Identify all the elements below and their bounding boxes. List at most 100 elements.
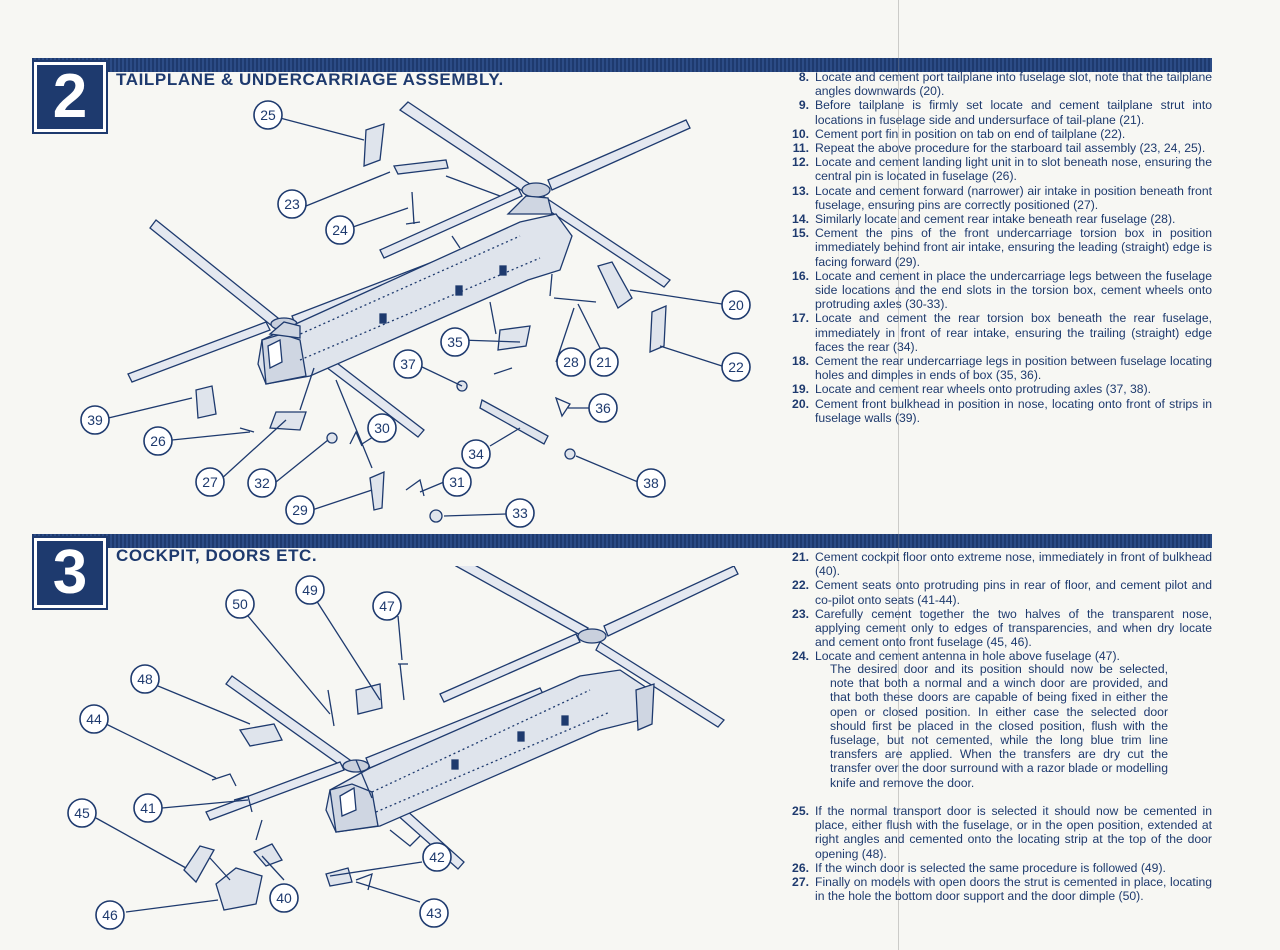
callout-23: 23	[277, 189, 307, 219]
step-item: 19. Locate and cement rear wheels onto pr…	[784, 382, 1212, 396]
callout-20: 20	[721, 290, 751, 320]
step-item: 22. Cement seats onto protruding pins in …	[784, 578, 1212, 606]
step-item: 27. Finally on models with open doors the…	[784, 875, 1212, 903]
step-item: 15. Cement the pins of the front undercar…	[784, 226, 1212, 269]
step-number: 27.	[792, 875, 809, 890]
callout-36: 36	[588, 393, 618, 423]
callout-label: 34	[468, 446, 484, 462]
step-item: 11.Repeat the above procedure for the st…	[784, 141, 1212, 155]
callout-label: 39	[87, 412, 103, 428]
step-number: 15.	[792, 226, 809, 241]
callout-33: 33	[505, 498, 535, 528]
section-3-diagram: 50 49 47 48 44 41 45 42 40 46 43	[67, 566, 739, 930]
callout-32: 32	[247, 468, 277, 498]
callout-label: 37	[400, 356, 416, 372]
section-2-header-band	[32, 58, 1212, 72]
step-item: 26. If the winch door is selected the sam…	[784, 861, 1212, 875]
callout-25: 25	[253, 100, 283, 130]
callout-label: 40	[276, 890, 292, 906]
callout-label: 20	[728, 297, 744, 313]
step-item: 14. Similarly locate and cement rear inta…	[784, 212, 1212, 226]
step-number: 20.	[792, 396, 809, 411]
callout-label: 30	[374, 420, 390, 436]
callout-label: 46	[102, 907, 118, 923]
callout-label: 22	[728, 359, 744, 375]
callout-50: 50	[225, 589, 255, 619]
callout-label: 36	[595, 400, 611, 416]
callout-26: 26	[143, 426, 173, 456]
step-item: 8.Locate and cement port tailplane into …	[784, 70, 1212, 98]
step-number: 19.	[792, 382, 809, 397]
callout-41: 41	[133, 793, 163, 823]
step-text: Similarly locate and cement rear intake …	[815, 212, 1176, 227]
callout-label: 21	[596, 354, 612, 370]
step-item: 18.Cement the rear undercarriage legs in…	[784, 354, 1212, 382]
callout-47: 47	[372, 591, 402, 621]
callout-45: 45	[67, 798, 97, 828]
section-2-callouts: 25 23 24 20 22 35 28 21 37 39 36 30 26 3…	[80, 100, 751, 528]
step-text: Locate and cement rear wheels onto protr…	[815, 382, 1152, 397]
callout-48: 48	[130, 664, 160, 694]
step-text: Repeat the above procedure for the starb…	[815, 141, 1206, 156]
callout-label: 45	[74, 805, 90, 821]
callout-42: 42	[422, 842, 452, 872]
step-item: 16.Locate and cement in place the underc…	[784, 269, 1212, 312]
step-text: Cement port fin in position on tab on en…	[815, 126, 1126, 141]
callout-37: 37	[393, 349, 423, 379]
step-number: 8.	[798, 70, 809, 84]
callout-27: 27	[195, 467, 225, 497]
section-3-number: 3	[52, 538, 88, 607]
callout-40: 40	[269, 883, 299, 913]
callout-44: 44	[79, 704, 109, 734]
callout-label: 23	[284, 196, 300, 212]
callout-label: 33	[512, 505, 528, 521]
step-text: Cement cockpit floor onto extreme nose, …	[815, 550, 1212, 579]
step-item: 23.Carefully cement together the two hal…	[784, 607, 1212, 650]
callout-label: 47	[379, 598, 395, 614]
step-number: 13.	[792, 183, 809, 198]
section-3-instructions-continued: 25.If the normal transport door is selec…	[784, 804, 1212, 903]
step-text: Cement seats onto protruding pins in rea…	[815, 578, 1212, 607]
step-text: Finally on models with open doors the st…	[815, 875, 1212, 904]
section-2-instructions: 8.Locate and cement port tailplane into …	[784, 70, 1212, 425]
step-number: 18.	[792, 354, 809, 369]
section-2-title: TAILPLANE & UNDERCARRIAGE ASSEMBLY.	[116, 70, 504, 89]
step-number: 9.	[798, 98, 809, 113]
step-text: Before tailplane is firmly set locate an…	[815, 98, 1212, 127]
step-text: Locate and cement landing light unit in …	[815, 155, 1212, 184]
step-number: 14.	[792, 212, 809, 227]
step-item: 13.Locate and cement forward (narrower) …	[784, 184, 1212, 212]
step-number: 22.	[792, 578, 809, 593]
step-number: 21.	[792, 550, 809, 564]
section-3-number-box: 3	[32, 536, 108, 610]
step-item: 20. Cement front bulkhead in position in …	[784, 397, 1212, 425]
callout-29: 29	[285, 495, 315, 525]
step-number: 23.	[792, 606, 809, 621]
callout-46: 46	[95, 900, 125, 930]
page-fold-crease	[898, 0, 899, 950]
callout-label: 44	[86, 711, 102, 727]
step-text: Cement front bulkhead in position in nos…	[815, 396, 1212, 425]
callout-31: 31	[442, 467, 472, 497]
section-3-callouts: 50 49 47 48 44 41 45 42 40 46 43	[67, 575, 452, 930]
section-3-instructions: 21. Cement cockpit floor onto extreme nos…	[784, 550, 1212, 664]
callout-label: 24	[332, 222, 348, 238]
callout-label: 43	[426, 905, 442, 921]
callout-label: 41	[140, 800, 156, 816]
callout-label: 38	[643, 475, 659, 491]
callout-label: 26	[150, 433, 166, 449]
callout-label: 29	[292, 502, 308, 518]
step-item: 21. Cement cockpit floor onto extreme nos…	[784, 550, 1212, 578]
callout-label: 42	[429, 849, 445, 865]
step-text: If the normal transport door is selected…	[815, 804, 1212, 861]
callout-label: 35	[447, 334, 463, 350]
step-item: 10.Cement port fin in position on tab on…	[784, 127, 1212, 141]
step-text: Locate and cement in place the undercarr…	[815, 268, 1212, 312]
step-item: 25.If the normal transport door is selec…	[784, 804, 1212, 861]
callout-21: 21	[589, 347, 619, 377]
step-text: If the winch door is selected the same p…	[815, 860, 1166, 875]
callout-label: 25	[260, 107, 276, 123]
step-number: 26.	[792, 860, 809, 875]
callout-39: 39	[80, 405, 110, 435]
step-text: Cement the pins of the front undercarria…	[815, 226, 1212, 269]
